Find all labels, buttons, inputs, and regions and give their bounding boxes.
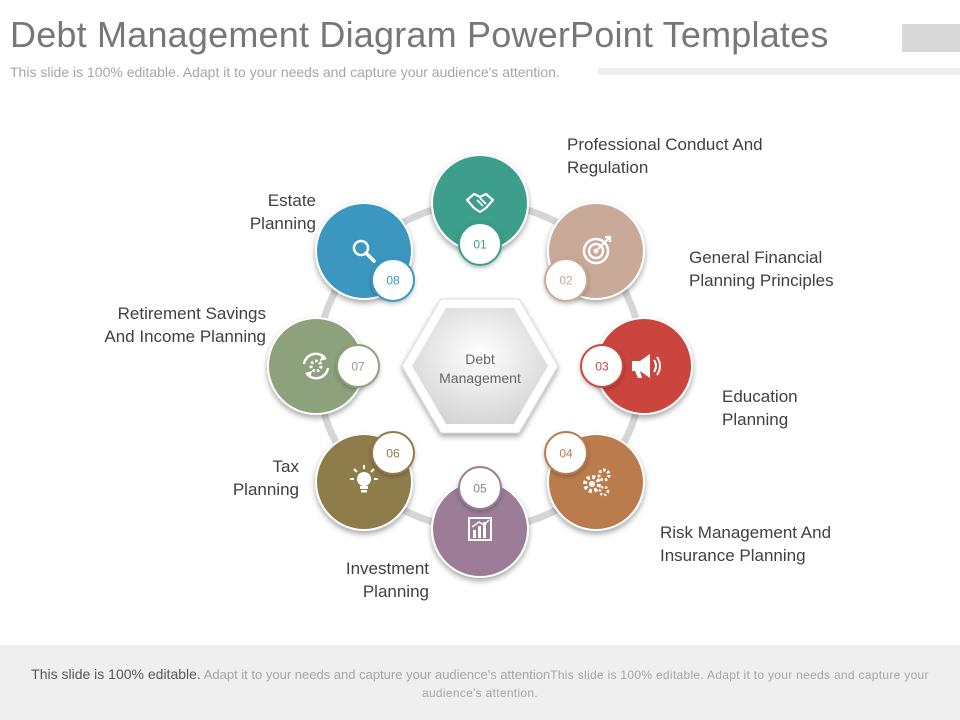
number-badge-text: 04 — [559, 447, 573, 461]
number-badge — [580, 344, 624, 388]
center-hexagon: Debt Management — [401, 298, 559, 434]
node-label-line: Planning — [362, 582, 429, 601]
footer-text-light: This slide is 100% editable. Adapt it to… — [421, 668, 929, 700]
node-label-line: Risk Management And — [660, 523, 832, 542]
number-badge-text: 03 — [595, 360, 609, 374]
gears-icon — [583, 468, 611, 497]
lightbulb-icon — [350, 465, 378, 493]
node-08: 08 — [315, 202, 415, 302]
node-04: 04 — [544, 431, 645, 531]
number-badge — [458, 466, 502, 510]
number-badge-text: 06 — [386, 447, 400, 461]
number-badge — [544, 258, 588, 302]
footer-text: This slide is 100% editable. Adapt it to… — [10, 665, 950, 702]
number-badge-text: 02 — [559, 274, 573, 288]
node-label-line: Education — [722, 387, 798, 406]
node-label-line: Planning Principles — [689, 271, 834, 290]
slide-title: Debt Management Diagram PowerPoint Templ… — [10, 14, 829, 55]
node-label-line: General Financial — [689, 248, 823, 267]
number-badge-text: 05 — [473, 482, 487, 496]
node-label-line: Insurance Planning — [660, 546, 806, 565]
megaphone-icon — [632, 354, 661, 378]
footer-bar: This slide is 100% editable. Adapt it to… — [0, 645, 960, 720]
node-03: 03 — [580, 317, 693, 415]
node-label-line: Investment — [345, 559, 429, 578]
node-label-line: Regulation — [567, 158, 649, 177]
number-badge-text: 08 — [386, 274, 400, 288]
center-label-line2: Management — [439, 370, 521, 386]
subtitle-accent-bar — [598, 68, 960, 75]
node-07: 07 — [267, 317, 380, 415]
node-01: 01 — [431, 154, 529, 266]
footer-text-strong: This slide is 100% editable. — [31, 666, 201, 682]
title-accent-block — [902, 24, 960, 52]
number-badge — [371, 431, 415, 475]
node-label-line: Professional Conduct And — [567, 135, 763, 154]
footer-text-regular: Adapt it to your needs and capture your … — [200, 667, 551, 682]
node-label-line: Tax — [272, 457, 299, 476]
node-label-line: And Income Planning — [104, 327, 266, 346]
target-icon — [582, 235, 612, 265]
center-label-line1: Debt — [465, 351, 495, 367]
node-06: 06 — [315, 431, 415, 531]
number-badge — [336, 344, 380, 388]
handshake-icon — [465, 192, 495, 214]
number-badge — [544, 431, 588, 475]
node-05: 05 — [431, 466, 529, 578]
node-label-line: Planning — [722, 410, 789, 429]
number-badge — [458, 222, 502, 266]
refresh-gear-icon — [302, 352, 330, 380]
diagram-nodes: 01 02 03 04 05 06 07 08 — [267, 154, 693, 578]
search-icon — [352, 239, 376, 263]
number-badge-text: 07 — [351, 360, 365, 374]
number-badge — [371, 258, 415, 302]
slide-subtitle: This slide is 100% editable. Adapt it to… — [10, 64, 560, 80]
node-label-line: Planning — [249, 214, 316, 233]
node-label-line: Planning — [232, 480, 299, 499]
node-label-line: Retirement Savings — [117, 304, 266, 323]
number-badge-text: 01 — [473, 238, 487, 252]
node-label-line: Estate — [267, 191, 316, 210]
bar-chart-icon — [468, 517, 492, 541]
node-02: 02 — [544, 202, 645, 302]
